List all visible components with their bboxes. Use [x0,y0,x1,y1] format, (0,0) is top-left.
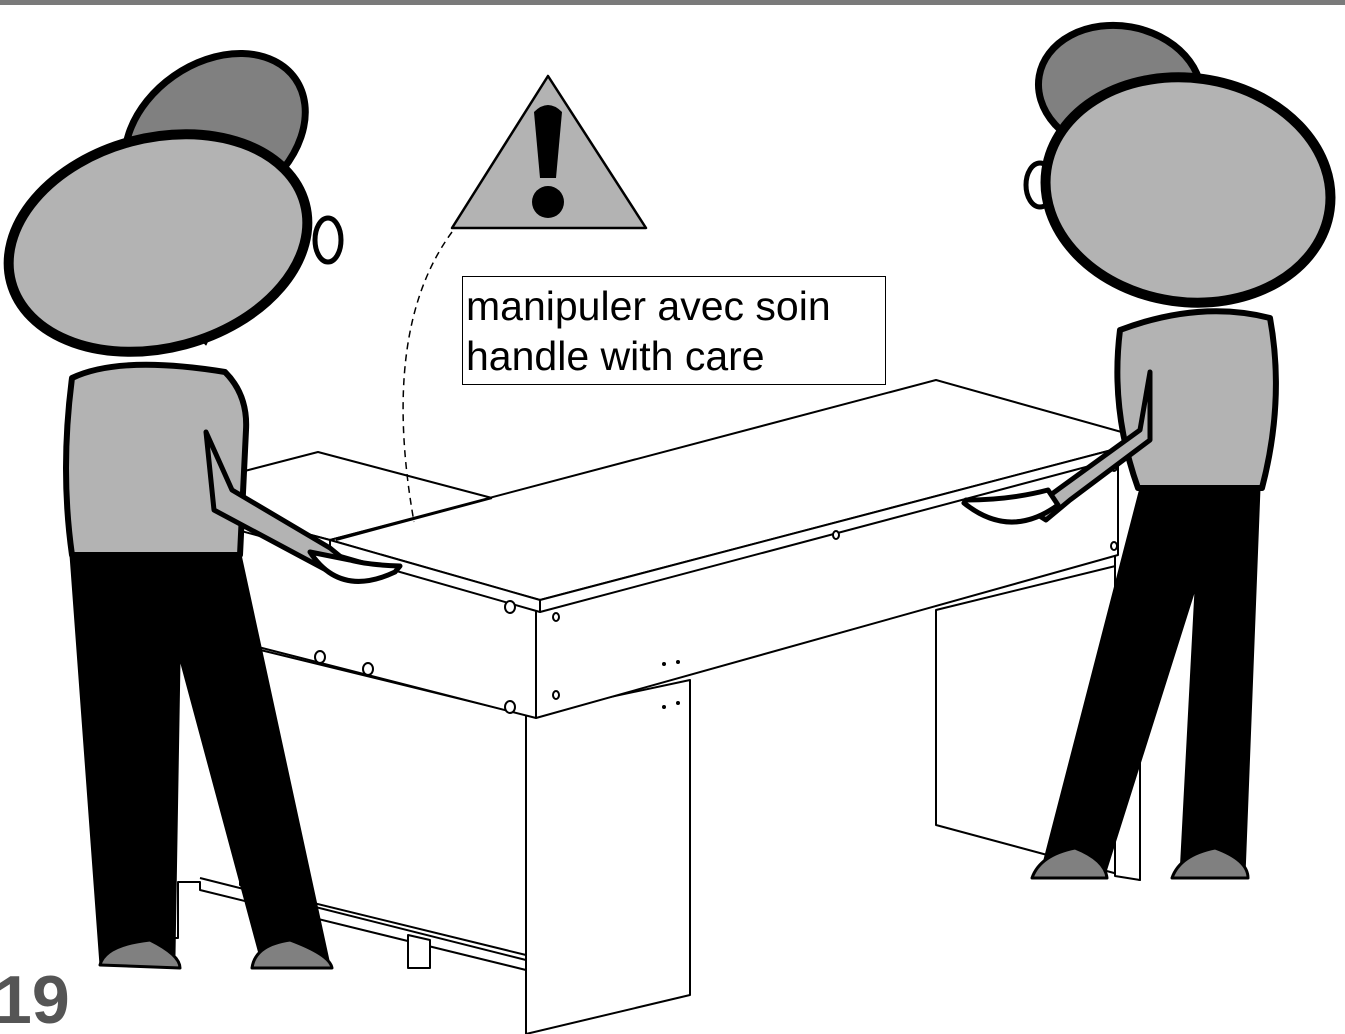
caption-french: manipuler avec soin [466,281,885,331]
person-right-torso [1117,311,1276,488]
warning-caption: manipuler avec soin handle with care [462,276,886,385]
caption-english: handle with care [466,331,885,381]
person-left-ear [315,218,341,262]
desk-left-foot [408,935,430,968]
warning-triangle-icon [452,76,646,228]
desk-front-panel [526,680,690,1034]
step-number: 19 [0,966,70,1034]
